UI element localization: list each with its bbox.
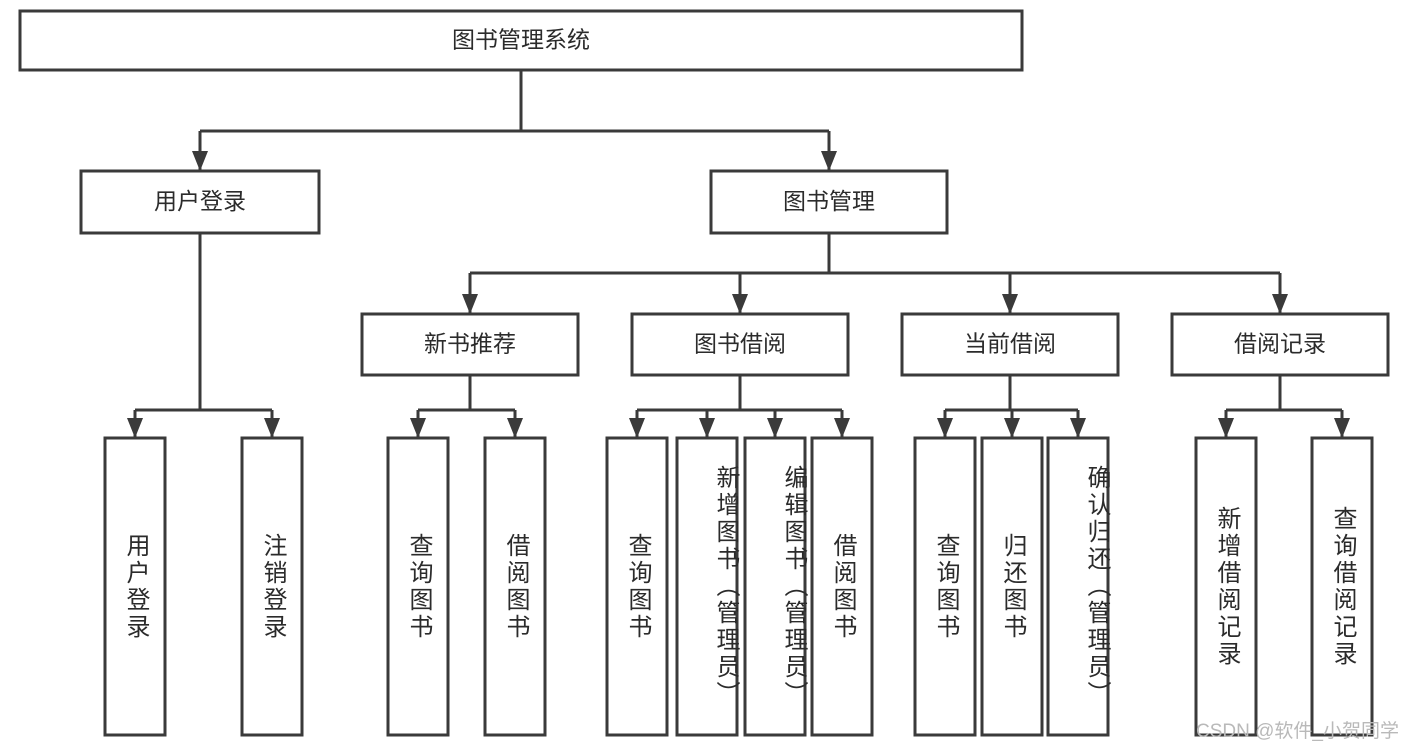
arrowhead-current-borrow-to-leaf-query-book-3 [937, 418, 953, 438]
node-label-borrow-record: 借阅记录 [1234, 331, 1326, 357]
arrowhead-bus-to-current-borrow [1002, 294, 1018, 314]
leaf-leaf-borrow-book-1[interactable] [483, 436, 547, 737]
leaf-leaf-user-login[interactable] [103, 436, 167, 737]
leaf-leaf-query-record[interactable] [1310, 436, 1374, 737]
node-book-manage[interactable] [709, 169, 949, 235]
leaf-leaf-confirm-return[interactable] [1046, 436, 1110, 737]
leaf-leaf-query-book-3[interactable] [913, 436, 977, 737]
arrowhead-bus-to-new-book-recommend [462, 294, 478, 314]
node-label-root: 图书管理系统 [452, 27, 590, 53]
leaf-leaf-borrow-book-2[interactable] [810, 436, 874, 737]
arrowhead-user-login-to-leaf-logout [264, 418, 280, 438]
leaf-leaf-query-book-2[interactable] [605, 436, 669, 737]
arrowhead-bus-to-book-borrow [732, 294, 748, 314]
arrowhead-borrow-record-to-leaf-add-record [1218, 418, 1234, 438]
node-label-book-borrow: 图书借阅 [694, 331, 786, 357]
arrowhead-borrow-record-to-leaf-query-record [1334, 418, 1350, 438]
node-borrow-record[interactable] [1170, 312, 1390, 377]
node-box-layer [18, 9, 1390, 737]
arrowhead-book-borrow-to-leaf-query-book-2 [629, 418, 645, 438]
node-label-new-book-recommend: 新书推荐 [424, 331, 516, 357]
node-label-current-borrow: 当前借阅 [964, 331, 1056, 357]
node-label-user-login: 用户登录 [154, 188, 246, 214]
leaf-leaf-return-book[interactable] [980, 436, 1044, 737]
arrowhead-user-login-to-leaf-user-login [127, 418, 143, 438]
arrowhead-book-borrow-to-leaf-add-book [699, 418, 715, 438]
node-new-book-recommend[interactable] [360, 312, 580, 377]
arrowhead-new-book-recommend-to-leaf-query-book-1 [410, 418, 426, 438]
leaf-leaf-edit-book[interactable] [743, 436, 807, 737]
node-book-borrow[interactable] [630, 312, 850, 377]
arrowhead-current-borrow-to-leaf-return-book [1004, 418, 1020, 438]
node-current-borrow[interactable] [900, 312, 1120, 377]
node-label-book-manage: 图书管理 [783, 188, 875, 214]
leaf-leaf-query-book-1[interactable] [386, 436, 450, 737]
leaf-leaf-logout[interactable] [240, 436, 304, 737]
leaf-leaf-add-book[interactable] [675, 436, 739, 737]
arrowhead-new-book-recommend-to-leaf-borrow-book-1 [507, 418, 523, 438]
arrowhead-book-borrow-to-leaf-edit-book [767, 418, 783, 438]
node-user-login[interactable] [79, 169, 321, 235]
node-root[interactable] [18, 9, 1024, 72]
leaf-leaf-add-record[interactable] [1194, 436, 1258, 737]
arrowhead-current-borrow-to-leaf-confirm-return [1070, 418, 1086, 438]
arrowhead-root-to-book-manage [821, 151, 837, 171]
watermark-text: CSDN @软件_小贺同学 [1196, 721, 1399, 742]
arrowhead-book-borrow-to-leaf-borrow-book-2 [834, 418, 850, 438]
arrowhead-root-to-user-login [192, 151, 208, 171]
connector-layer [127, 70, 1350, 438]
arrowhead-bus-to-borrow-record [1272, 294, 1288, 314]
